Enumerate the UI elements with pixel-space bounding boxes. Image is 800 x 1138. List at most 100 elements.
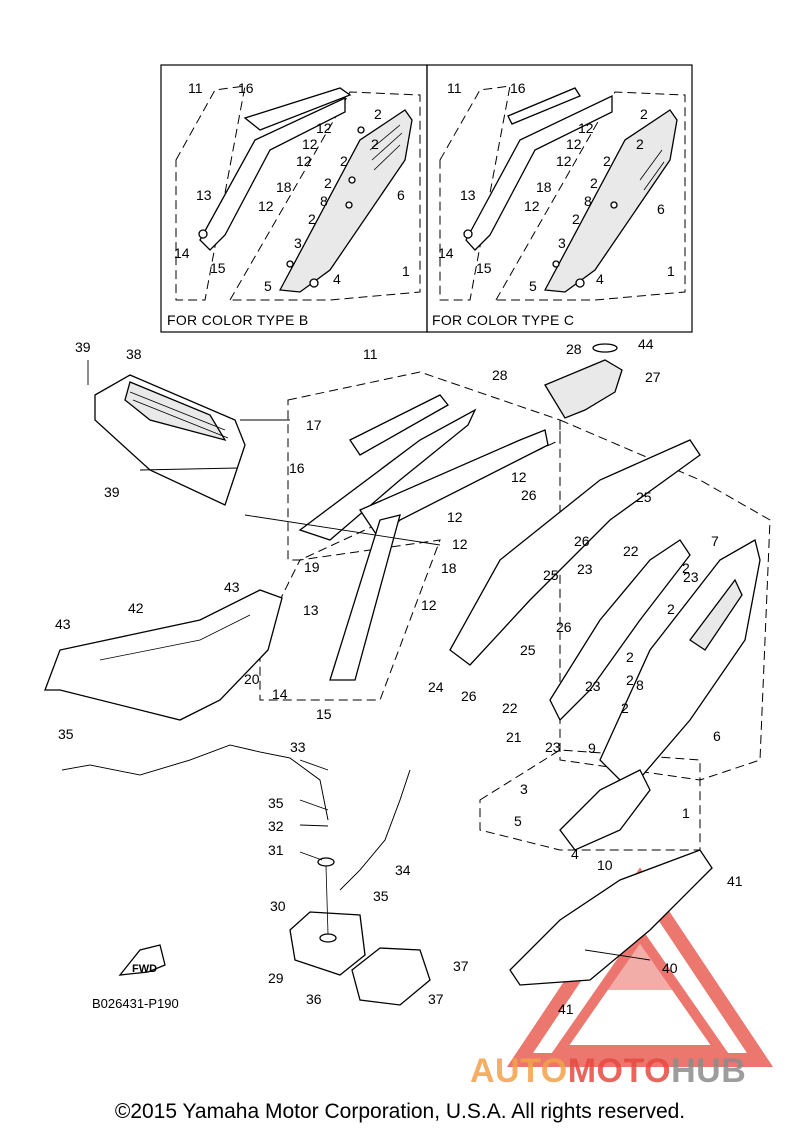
svg-text:12: 12 <box>452 536 468 552</box>
svg-text:23: 23 <box>585 678 601 694</box>
svg-text:16: 16 <box>289 460 305 476</box>
svg-text:16: 16 <box>510 80 526 96</box>
svg-text:35: 35 <box>268 795 284 811</box>
svg-text:40: 40 <box>662 960 678 976</box>
svg-text:11: 11 <box>363 346 378 362</box>
svg-text:43: 43 <box>224 579 240 595</box>
svg-text:15: 15 <box>316 706 332 722</box>
svg-text:28: 28 <box>492 367 508 383</box>
svg-text:6: 6 <box>713 728 721 744</box>
svg-text:25: 25 <box>543 567 559 583</box>
svg-text:8: 8 <box>636 677 644 693</box>
svg-text:11: 11 <box>188 80 203 96</box>
svg-text:28: 28 <box>566 341 582 357</box>
inset-c-caption: FOR COLOR TYPE C <box>432 312 574 328</box>
svg-text:12: 12 <box>296 153 312 169</box>
svg-text:2: 2 <box>636 136 644 152</box>
svg-text:12: 12 <box>302 136 318 152</box>
svg-text:17: 17 <box>306 417 322 433</box>
svg-text:4: 4 <box>571 846 579 862</box>
svg-text:35: 35 <box>58 726 74 742</box>
diagram-code: B026431-P190 <box>92 996 179 1011</box>
svg-text:27: 27 <box>645 369 661 385</box>
svg-text:2: 2 <box>340 153 348 169</box>
svg-text:2: 2 <box>626 672 634 688</box>
svg-text:26: 26 <box>556 619 572 635</box>
svg-text:5: 5 <box>529 278 537 294</box>
svg-text:12: 12 <box>447 509 463 525</box>
svg-text:2: 2 <box>374 106 382 122</box>
svg-text:2: 2 <box>572 211 580 227</box>
svg-text:2: 2 <box>667 601 675 617</box>
svg-text:26: 26 <box>461 688 477 704</box>
svg-text:16: 16 <box>238 80 254 96</box>
svg-text:22: 22 <box>623 543 639 559</box>
svg-text:12: 12 <box>258 198 274 214</box>
svg-text:38: 38 <box>126 346 142 362</box>
watermark-auto: AUTO <box>470 1052 568 1090</box>
svg-text:9: 9 <box>588 740 596 756</box>
svg-text:6: 6 <box>657 201 665 217</box>
svg-text:37: 37 <box>453 958 469 974</box>
svg-text:12: 12 <box>421 597 437 613</box>
svg-text:12: 12 <box>524 198 540 214</box>
watermark-hub: HUB <box>671 1052 747 1090</box>
svg-text:1: 1 <box>667 263 675 279</box>
main-drawing <box>44 343 771 1006</box>
svg-text:39: 39 <box>104 484 120 500</box>
watermark-moto: MOTO <box>567 1052 672 1090</box>
svg-text:14: 14 <box>272 686 288 702</box>
svg-text:22: 22 <box>502 700 518 716</box>
svg-text:13: 13 <box>303 602 319 618</box>
svg-text:18: 18 <box>441 560 457 576</box>
svg-text:7: 7 <box>711 533 719 549</box>
svg-text:5: 5 <box>264 278 272 294</box>
svg-text:8: 8 <box>320 193 328 209</box>
svg-text:20: 20 <box>244 671 260 687</box>
svg-text:13: 13 <box>196 187 212 203</box>
svg-text:25: 25 <box>520 642 536 658</box>
svg-text:2: 2 <box>308 211 316 227</box>
svg-text:2: 2 <box>371 136 379 152</box>
svg-text:12: 12 <box>511 469 527 485</box>
svg-text:12: 12 <box>316 120 332 136</box>
svg-text:26: 26 <box>574 533 590 549</box>
svg-text:44: 44 <box>638 336 654 352</box>
copyright-notice: ©2015 Yamaha Motor Corporation, U.S.A. A… <box>114 1100 686 1123</box>
svg-text:34: 34 <box>395 862 411 878</box>
svg-text:1: 1 <box>402 263 410 279</box>
svg-text:41: 41 <box>558 1001 574 1017</box>
svg-text:2: 2 <box>621 700 629 716</box>
svg-text:3: 3 <box>520 781 528 797</box>
svg-text:41: 41 <box>727 873 743 889</box>
svg-text:25: 25 <box>636 489 652 505</box>
svg-text:15: 15 <box>210 260 226 276</box>
inset-b-caption: FOR COLOR TYPE B <box>167 312 308 328</box>
svg-text:14: 14 <box>438 245 454 261</box>
svg-text:31: 31 <box>268 842 284 858</box>
svg-text:12: 12 <box>556 153 572 169</box>
fwd-label: FWD <box>132 963 157 975</box>
svg-text:5: 5 <box>514 813 522 829</box>
svg-text:18: 18 <box>536 179 552 195</box>
svg-text:42: 42 <box>128 600 144 616</box>
svg-text:12: 12 <box>578 120 594 136</box>
svg-text:2: 2 <box>640 106 648 122</box>
inset-c-drawing <box>439 85 686 301</box>
svg-text:12: 12 <box>566 136 582 152</box>
svg-text:18: 18 <box>276 179 292 195</box>
svg-text:35: 35 <box>373 888 389 904</box>
svg-text:2: 2 <box>603 153 611 169</box>
svg-text:11: 11 <box>447 80 462 96</box>
svg-text:2: 2 <box>590 175 598 191</box>
svg-text:4: 4 <box>333 271 341 287</box>
inset-b-drawing <box>175 85 421 301</box>
svg-text:36: 36 <box>306 991 322 1007</box>
svg-text:2: 2 <box>324 175 332 191</box>
svg-text:10: 10 <box>597 857 613 873</box>
svg-text:26: 26 <box>521 487 537 503</box>
svg-text:3: 3 <box>294 235 302 251</box>
svg-text:29: 29 <box>268 970 284 986</box>
svg-text:23: 23 <box>683 569 699 585</box>
svg-text:43: 43 <box>55 616 71 632</box>
